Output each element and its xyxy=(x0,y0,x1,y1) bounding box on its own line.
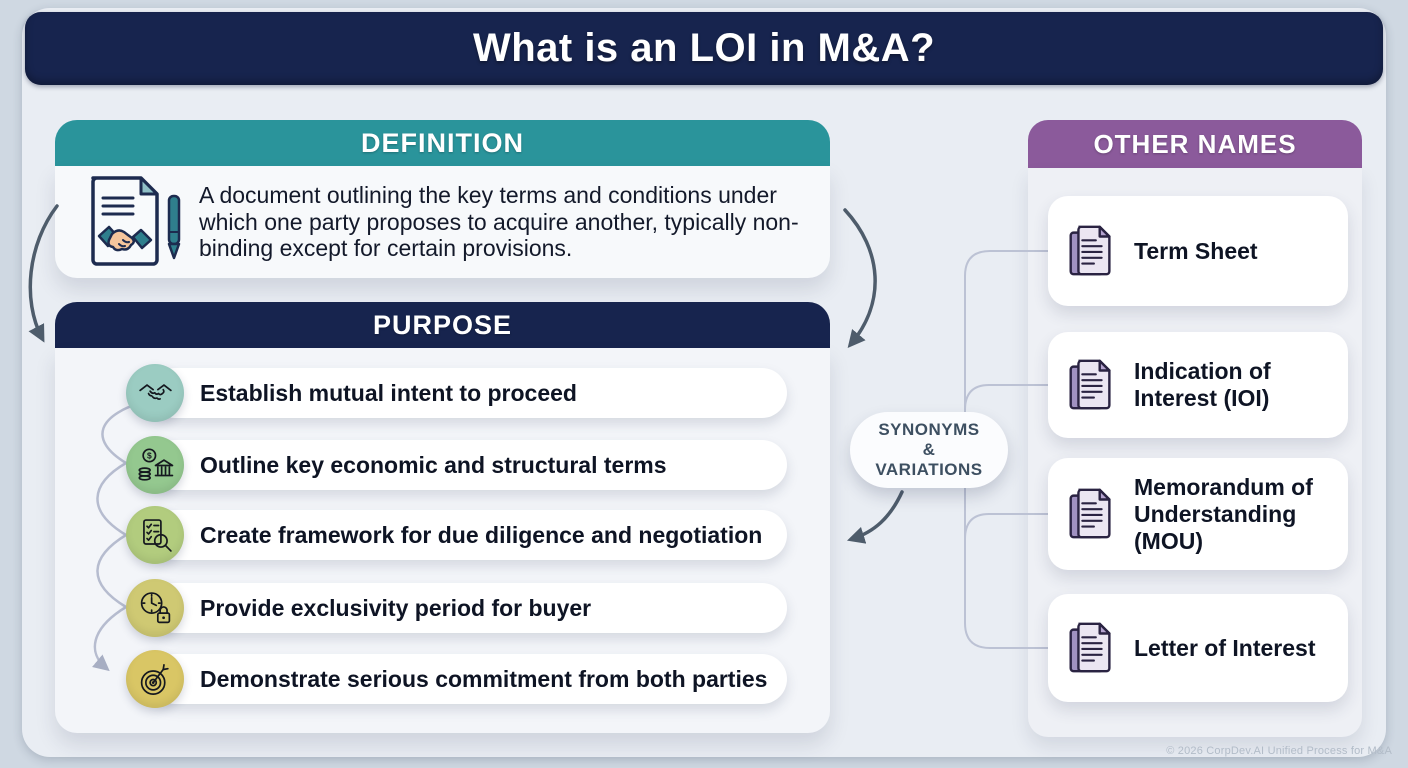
name-card-label: Indication of Interest (IOI) xyxy=(1134,358,1271,411)
purpose-item-label: Provide exclusivity period for buyer xyxy=(150,583,787,633)
document-stack-icon xyxy=(1069,488,1111,539)
badge-line: & xyxy=(922,440,936,459)
synonyms-variations-badge: SYNONYMS & VARIATIONS xyxy=(850,412,1008,488)
clock-lock-icon xyxy=(126,579,184,637)
definition-header: DEFINITION xyxy=(55,120,830,166)
name-card: Indication of Interest (IOI) xyxy=(1048,332,1348,438)
purpose-item-label: Demonstrate serious commitment from both… xyxy=(150,654,787,704)
purpose-section: PURPOSE Establish mutual intent to proce… xyxy=(55,302,830,733)
name-card-label: Letter of Interest xyxy=(1134,634,1316,661)
purpose-item: Provide exclusivity period for buyer xyxy=(126,579,787,637)
name-card: Letter of Interest xyxy=(1048,594,1348,702)
svg-text:$: $ xyxy=(146,450,151,460)
name-card: Term Sheet xyxy=(1048,196,1348,306)
handshake-icon xyxy=(126,364,184,422)
purpose-item: Establish mutual intent to proceed xyxy=(126,364,787,422)
title-banner: What is an LOI in M&A? xyxy=(25,12,1383,85)
purpose-item-label: Create framework for due diligence and n… xyxy=(150,510,787,560)
checklist-magnifier-icon xyxy=(126,506,184,564)
document-stack-icon xyxy=(1069,225,1111,276)
contract-handshake-pen-icon xyxy=(91,176,181,266)
purpose-header: PURPOSE xyxy=(55,302,830,348)
page-title: What is an LOI in M&A? xyxy=(472,26,936,70)
document-stack-icon xyxy=(1069,359,1111,410)
name-card-label: Term Sheet xyxy=(1134,237,1258,264)
badge-line: SYNONYMS xyxy=(878,420,980,439)
definition-content: A document outlining the key terms and c… xyxy=(55,166,830,278)
other-names-section: OTHER NAMES Term Sheet Indication of Int… xyxy=(1028,120,1362,737)
target-arrow-icon xyxy=(126,650,184,708)
purpose-item-label: Establish mutual intent to proceed xyxy=(150,368,787,418)
name-card: Memorandum of Understanding (MOU) xyxy=(1048,458,1348,570)
purpose-item-label: Outline key economic and structural term… xyxy=(150,440,787,490)
definition-section: DEFINITION A document outlining the key … xyxy=(55,120,830,278)
purpose-item: Create framework for due diligence and n… xyxy=(126,506,787,564)
document-stack-icon xyxy=(1069,622,1111,673)
badge-line: VARIATIONS xyxy=(875,460,983,479)
purpose-item: Outline key economic and structural term… xyxy=(126,436,787,494)
definition-body xyxy=(55,166,830,278)
footer-credit: © 2026 CorpDev.AI Unified Process for M&… xyxy=(1166,745,1392,757)
other-names-header: OTHER NAMES xyxy=(1028,120,1362,168)
name-card-label: Memorandum of Understanding (MOU) xyxy=(1134,473,1313,554)
purpose-item: Demonstrate serious commitment from both… xyxy=(126,650,787,708)
definition-text: A document outlining the key terms and c… xyxy=(199,182,799,262)
coins-bank-icon: $ xyxy=(126,436,184,494)
